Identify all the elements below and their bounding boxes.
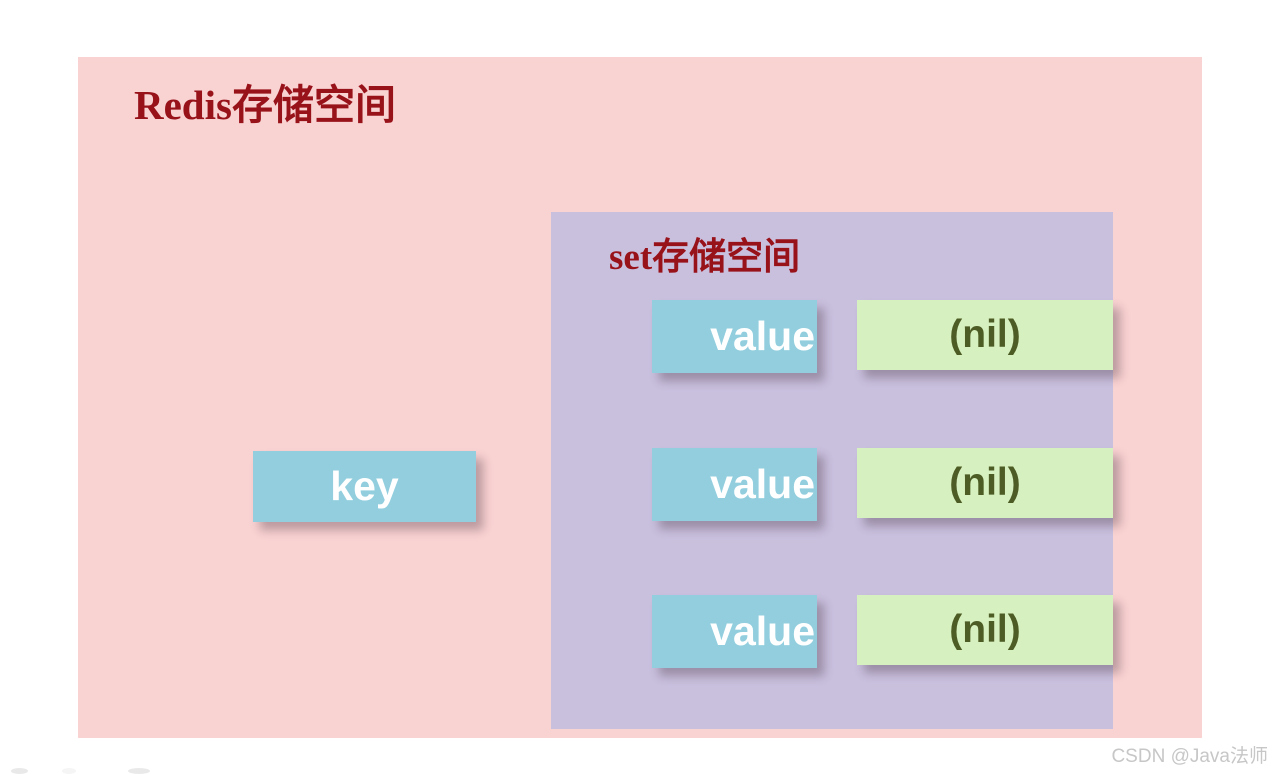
csdn-watermark: CSDN @Java法师 — [1111, 746, 1268, 767]
key-box: key — [253, 451, 476, 522]
set-storage-title: set存储空间 — [609, 237, 801, 278]
clipped-edge-artifact — [62, 768, 76, 774]
nil-box: (nil) — [857, 448, 1113, 518]
key-box-label: key — [330, 463, 399, 509]
clipped-edge-artifact — [128, 768, 150, 774]
value-box: value — [652, 448, 817, 521]
value-box-label: value — [710, 608, 815, 654]
nil-box-label: (nil) — [949, 313, 1021, 356]
set-storage-panel: set存储空间 value (nil) value (nil) value (n… — [551, 212, 1113, 729]
nil-box: (nil) — [857, 300, 1113, 370]
nil-box-label: (nil) — [949, 608, 1021, 651]
value-box-label: value — [710, 461, 815, 507]
value-box: value — [652, 300, 817, 373]
nil-box: (nil) — [857, 595, 1113, 665]
clipped-edge-artifact — [11, 768, 28, 774]
nil-box-label: (nil) — [949, 461, 1021, 504]
redis-storage-title: Redis存储空间 — [134, 82, 396, 128]
value-box-label: value — [710, 313, 815, 359]
redis-storage-panel: Redis存储空间 key set存储空间 value (nil) value … — [78, 57, 1202, 738]
value-box: value — [652, 595, 817, 668]
